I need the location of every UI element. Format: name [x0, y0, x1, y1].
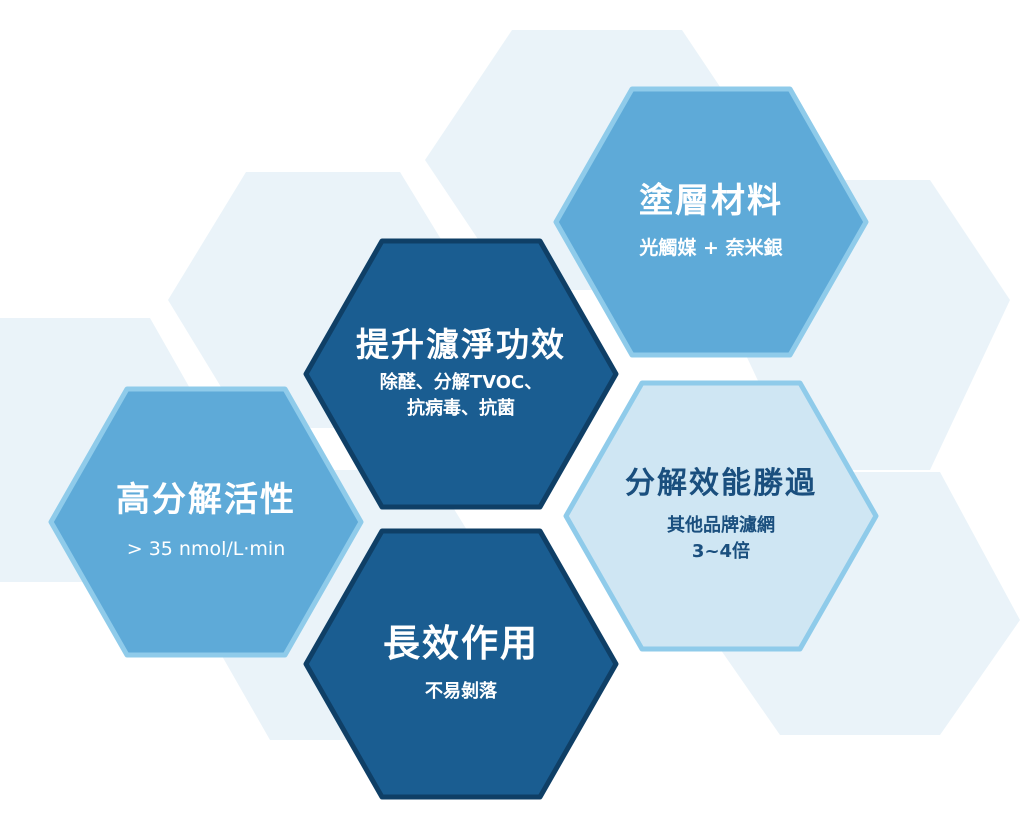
hexagon-title: 高分解活性 — [116, 479, 296, 520]
hexagon-line-1: 其他品牌濾網 — [667, 515, 775, 537]
hexagon-shape — [563, 380, 879, 652]
hexagon-shape — [303, 238, 619, 510]
hexagon-title: 塗層材料 — [639, 180, 783, 221]
hexagon-long-lasting-effect: 長效作用 不易剝落 — [303, 528, 619, 800]
hexagon-subtitle: > 35 nmol/L·min — [126, 537, 286, 560]
hexagon-line-2: 抗病毒、抗菌 — [407, 397, 515, 419]
hexagon-subtitle: 不易剝落 — [425, 681, 497, 703]
hexagon-line-2: 3~4倍 — [691, 541, 751, 563]
hexagon-high-decomposition-activity: 高分解活性 > 35 nmol/L·min — [48, 386, 364, 658]
hexagon-shape — [48, 386, 364, 658]
hexagon-coating-materials: 塗層材料 光觸媒 + 奈米銀 — [553, 86, 869, 358]
hexagon-improve-purification: 提升濾淨功效 除醛、分解TVOC、 抗病毒、抗菌 — [303, 238, 619, 510]
hexagon-shape — [303, 528, 619, 800]
hexagon-title: 長效作用 — [383, 621, 539, 665]
hexagon-decomposition-efficiency: 分解效能勝過 其他品牌濾網 3~4倍 — [563, 380, 879, 652]
hexagon-title: 提升濾淨功效 — [356, 324, 566, 364]
hexagon-line-1: 除醛、分解TVOC、 — [379, 371, 543, 393]
hexagon-subtitle: 光觸媒 + 奈米銀 — [639, 236, 783, 259]
hexagon-shape — [553, 86, 869, 358]
hexagon-title: 分解效能勝過 — [625, 465, 817, 501]
